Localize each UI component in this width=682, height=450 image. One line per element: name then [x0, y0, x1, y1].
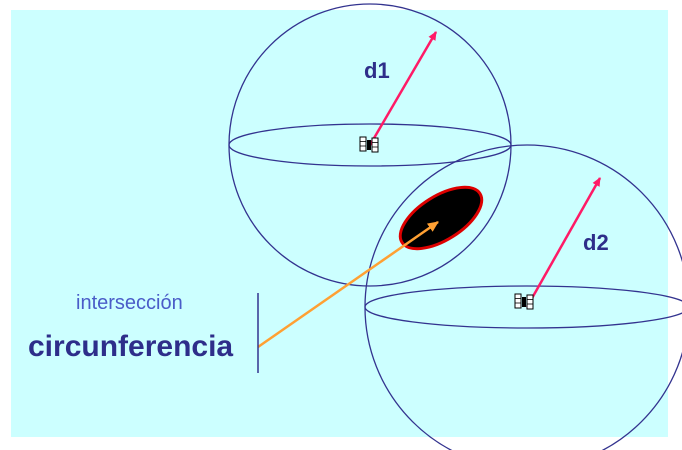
diagram-background: [11, 10, 668, 437]
radius-arrow-d1: [368, 31, 438, 146]
label-circunferencia: circunferencia: [28, 330, 233, 363]
radius-arrow-d2: [525, 177, 602, 308]
satellite-icon: [514, 293, 534, 310]
sphere-2: [364, 144, 682, 450]
sphere-1-equator: [228, 123, 512, 167]
satellite-icon: [359, 136, 379, 153]
sphere-1: [228, 3, 512, 287]
label-interseccion: intersección: [76, 292, 183, 314]
label-d1: d1: [364, 58, 390, 83]
intersection-circle: [398, 185, 484, 251]
label-d2: d2: [583, 230, 609, 255]
sphere-2-equator: [364, 285, 682, 329]
pointer-arrow: [257, 220, 439, 349]
